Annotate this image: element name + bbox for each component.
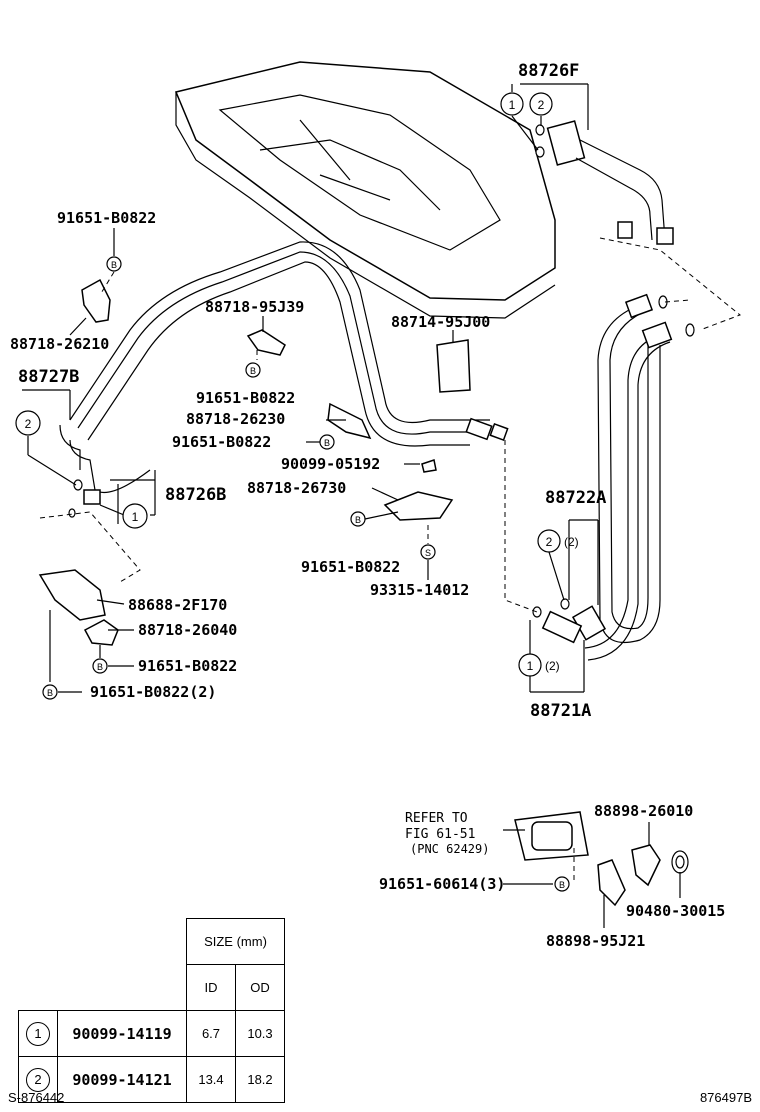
label-91651-B0822-b: 91651-B0822 (196, 389, 295, 407)
label-88726F: 88726F (518, 61, 579, 81)
footer-right-code: 876497B (699, 1090, 752, 1105)
b-marker-7: B (559, 880, 565, 890)
hose-88726F (511, 83, 674, 245)
label-88688-2F170: 88688-2F170 (128, 596, 227, 614)
table-row: 2 90099-14121 13.4 18.2 (18, 1056, 285, 1103)
label-91651-B0822-d: 91651-B0822 (301, 558, 400, 576)
row-id: 6.7 (186, 1010, 236, 1057)
row-number: 1 (26, 1021, 50, 1046)
label-88898-95J21: 88898-95J21 (546, 932, 645, 950)
label-91651-B0822-e: 91651-B0822 (138, 657, 237, 675)
bracket-88898 (503, 811, 689, 928)
cooler-pipes (504, 237, 741, 661)
row-od: 18.2 (235, 1056, 285, 1103)
hose-size-table: SIZE (mm) ID OD 1 90099-14119 6.7 10.3 2… (18, 918, 285, 1103)
b-marker-5: B (97, 662, 103, 672)
od-header: OD (235, 964, 285, 1011)
size-header: SIZE (mm) (186, 918, 285, 965)
circle-1-88726B: 1 (132, 510, 139, 524)
leader-lines (22, 228, 599, 693)
label-90099-05192: 90099-05192 (281, 455, 380, 473)
label-88726B: 88726B (165, 485, 226, 505)
label-88721A: 88721A (530, 701, 591, 721)
row-part: 90099-14119 (57, 1010, 187, 1057)
label-88714-95J00: 88714-95J00 (391, 313, 490, 331)
label-88718-26040: 88718-26040 (138, 621, 237, 639)
label-88898-26010: 88898-26010 (594, 802, 693, 820)
label-91651-B0822-2: 91651-B0822(2) (90, 683, 216, 701)
cooler-pipes-left (39, 241, 509, 583)
label-88718-95J39: 88718-95J39 (205, 298, 304, 316)
s-marker: S (425, 548, 431, 558)
row-part: 90099-14121 (57, 1056, 187, 1103)
part-labels: 88726F 91651-B0822 88718-26210 88727B 88… (10, 61, 725, 950)
footer-left-code: S-876442 (8, 1090, 65, 1105)
label-88718-26210: 88718-26210 (10, 335, 109, 353)
table-row: 1 90099-14119 6.7 10.3 (18, 1010, 285, 1057)
id-header: ID (186, 964, 236, 1011)
refer-line-2: FIG 61-51 (405, 827, 475, 842)
label-91651-B0822-a: 91651-B0822 (57, 209, 156, 227)
pad-88714-95J00 (436, 330, 471, 393)
label-88718-26230: 88718-26230 (186, 410, 285, 428)
refer-line-3: (PNC 62429) (410, 842, 489, 856)
b-marker-2: B (250, 366, 256, 376)
row-number: 2 (26, 1067, 50, 1092)
refer-line-1: REFER TO (405, 811, 468, 826)
circle-2-88727B: 2 (25, 417, 32, 431)
b-marker-6: B (47, 688, 53, 698)
clamps (38, 278, 454, 646)
qty-88722A: (2) (564, 535, 579, 549)
label-88722A: 88722A (545, 488, 606, 508)
b-marker-3: B (324, 438, 330, 448)
label-93315-14012: 93315-14012 (370, 581, 469, 599)
circle-1-88726F: 1 (509, 98, 516, 112)
marker-circles: 1 2 B 2 1 B B B S 2 1 B B B (15, 92, 570, 892)
label-91651-60614: 91651-60614(3) (379, 875, 505, 893)
qty-88721A: (2) (545, 659, 560, 673)
label-91651-B0822-c: 91651-B0822 (172, 433, 271, 451)
label-88727B: 88727B (18, 367, 79, 387)
circle-2-88726F: 2 (538, 98, 545, 112)
circle-2-88722A: 2 (546, 535, 553, 549)
row-od: 10.3 (235, 1010, 285, 1057)
b-marker-1: B (111, 260, 117, 270)
row-id: 13.4 (186, 1056, 236, 1103)
label-88718-26730: 88718-26730 (247, 479, 346, 497)
circle-1-88721A: 1 (527, 659, 534, 673)
label-90480-30015: 90480-30015 (626, 902, 725, 920)
b-marker-4: B (355, 515, 361, 525)
cooler-tank-panel (174, 61, 556, 319)
